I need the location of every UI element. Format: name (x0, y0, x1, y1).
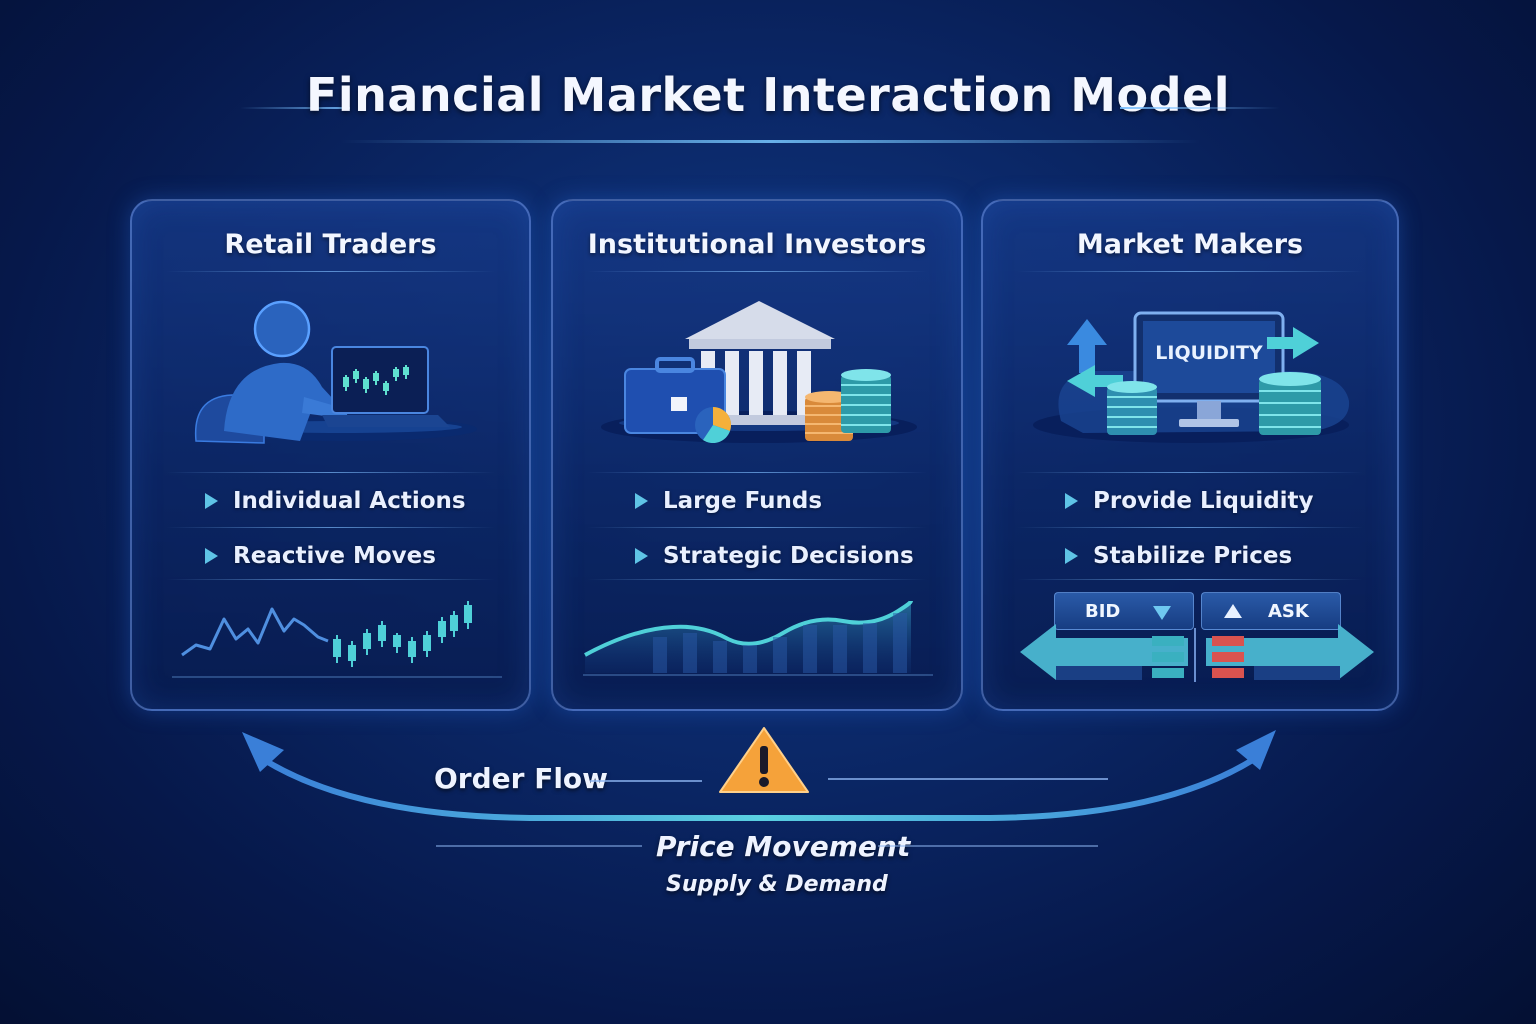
divider (166, 527, 495, 528)
supply-demand-label: Supply & Demand (666, 872, 888, 897)
order-flow-line-right (828, 778, 1108, 780)
divider (587, 472, 927, 473)
divider (1017, 271, 1363, 272)
bullet-arrow-icon (205, 548, 218, 564)
ask-header: ASK (1201, 592, 1341, 630)
panel-heading-market-makers: Market Makers (1076, 229, 1304, 260)
bullet-large-funds: Large Funds (635, 488, 822, 514)
liquidity-screen-label: LIQUIDITY (1155, 342, 1263, 364)
panel-institutional-investors: Institutional Investors (551, 199, 963, 711)
divider (587, 527, 927, 528)
bullet-arrow-icon (205, 493, 218, 509)
bid-header: BID (1054, 592, 1194, 630)
bullet-stabilize-prices: Stabilize Prices (1065, 543, 1292, 569)
panel-heading-retail: Retail Traders (224, 229, 437, 260)
bullet-individual-actions: Individual Actions (205, 488, 466, 514)
bullet-strategic-decisions: Strategic Decisions (635, 543, 914, 569)
page-title: Financial Market Interaction Model (305, 68, 1231, 122)
candlestick-chart-icon (172, 601, 502, 678)
divider (587, 579, 927, 580)
title-glow (340, 140, 1200, 143)
divider (1017, 527, 1363, 528)
divider (166, 579, 495, 580)
bullet-arrow-icon (1065, 493, 1078, 509)
area-chart-icon (583, 600, 933, 676)
divider (166, 271, 495, 272)
bullet-arrow-icon (1065, 548, 1078, 564)
monitor-icon (1033, 311, 1350, 443)
price-movement-label: Price Movement (656, 830, 911, 863)
price-line-left (436, 845, 642, 847)
bullet-provide-liquidity: Provide Liquidity (1065, 488, 1314, 514)
bank-building-icon (601, 301, 917, 444)
order-flow-label: Order Flow (434, 762, 609, 795)
flow-curve (242, 730, 1276, 821)
price-line-right (878, 845, 1098, 847)
divider (1017, 472, 1363, 473)
divider (1017, 579, 1363, 580)
order-flow-line (590, 780, 702, 782)
title-line-right (1120, 107, 1280, 109)
panel-heading-institutional: Institutional Investors (587, 229, 927, 260)
divider (587, 271, 927, 272)
trader-at-laptop-icon (194, 300, 477, 444)
title-line-left (240, 107, 350, 109)
bullet-arrow-icon (635, 548, 648, 564)
divider (166, 472, 495, 473)
down-triangle-icon (1153, 606, 1171, 620)
warning-icon (719, 727, 809, 793)
bullet-arrow-icon (635, 493, 648, 509)
bullet-reactive-moves: Reactive Moves (205, 543, 436, 569)
up-triangle-icon (1224, 604, 1242, 618)
order-book-arrows (1020, 624, 1374, 682)
panel-retail-traders: Retail Traders Individual Ac (130, 199, 531, 711)
